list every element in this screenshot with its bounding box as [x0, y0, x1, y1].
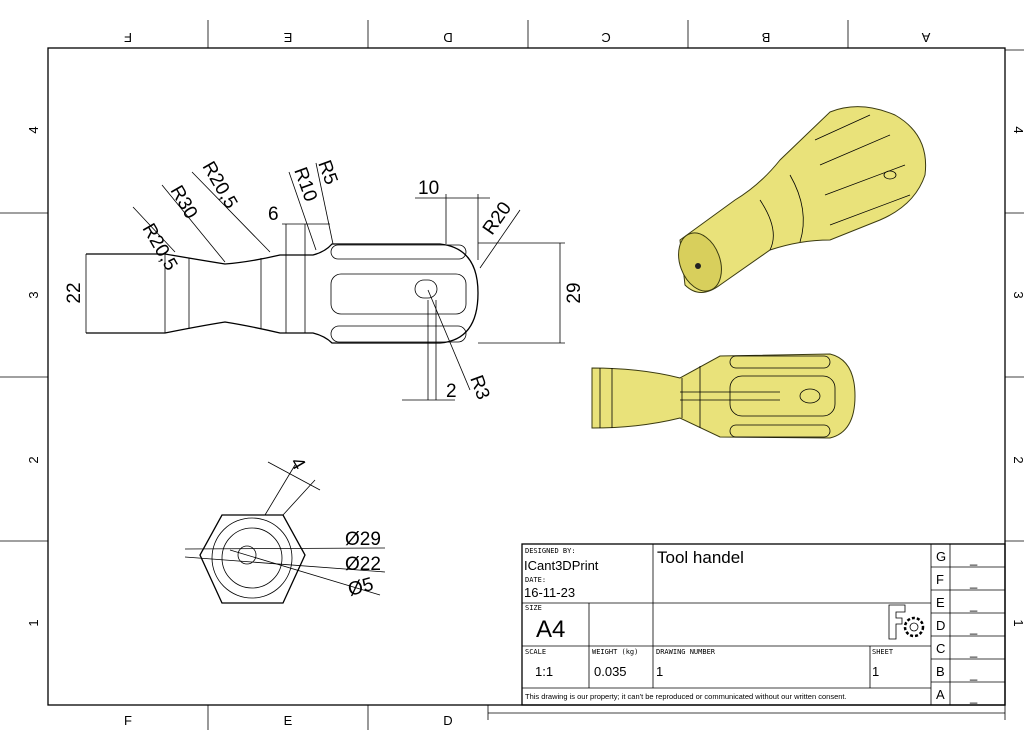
dimension-label: R30 [166, 182, 202, 223]
designed-by-value: ICant3DPrint [524, 558, 599, 573]
dimension-label: R5 [313, 158, 341, 188]
revision-value: _ [969, 643, 978, 658]
zone-label: 3 [1011, 291, 1024, 298]
revision-value: _ [969, 597, 978, 612]
zone-label: 2 [26, 456, 41, 463]
revision-letter: A [936, 687, 945, 702]
dimension-label: 10 [418, 178, 439, 199]
scale-value: 1:1 [535, 664, 553, 679]
dimension-label: 29 [564, 282, 585, 303]
zone-label: 4 [1011, 126, 1024, 133]
left-zone-labels: 4 3 2 1 [26, 126, 41, 626]
size-label: SIZE [525, 604, 542, 612]
size-value: A4 [536, 616, 565, 643]
drawing-number-label: DRAWING NUMBER [656, 648, 716, 656]
scale-label: SCALE [525, 648, 546, 656]
sheet-value: 1 [872, 664, 879, 679]
top-zone-labels: F E D C B A [124, 30, 930, 45]
zone-label: D [443, 713, 452, 728]
weight-value: 0.035 [594, 664, 627, 679]
revision-value: _ [969, 551, 978, 566]
revision-table: G _ F _ E _ D _ C _ B _ A _ [936, 549, 978, 704]
dimension-label: R20,5 [198, 158, 242, 212]
revision-letter: G [936, 549, 946, 564]
designed-by-label: DESIGNED BY: [525, 547, 576, 555]
zone-label: 1 [1011, 619, 1024, 626]
revision-letter: B [936, 664, 945, 679]
revision-value: _ [969, 620, 978, 635]
dimension-label: 6 [268, 204, 279, 225]
zone-label: F [124, 713, 132, 728]
zone-label: B [762, 30, 771, 45]
bottom-zone-labels: F E D [124, 713, 453, 728]
revision-letter: F [936, 572, 944, 587]
revision-value: _ [969, 689, 978, 704]
revision-value: _ [969, 574, 978, 589]
revision-value: _ [969, 666, 978, 681]
revision-letter: E [936, 595, 945, 610]
dimension-label: 2 [446, 381, 457, 402]
zone-label: 2 [1011, 456, 1024, 463]
zone-label: E [284, 713, 293, 728]
zone-label: D [443, 30, 452, 45]
sheet-label: SHEET [872, 648, 894, 656]
zone-dividers [0, 20, 1024, 730]
right-zone-labels: 4 3 2 1 [1011, 126, 1024, 626]
zone-label: 3 [26, 291, 41, 298]
side-view-3d [591, 353, 856, 439]
zone-label: F [124, 30, 132, 45]
zone-label: E [283, 30, 292, 45]
drawing-number-value: 1 [656, 664, 663, 679]
isometric-view [678, 106, 927, 293]
freecad-logo-icon [888, 604, 925, 640]
dimension-label: Ø22 [345, 554, 381, 575]
revision-letter: D [936, 618, 945, 633]
zone-label: 1 [26, 619, 41, 626]
zone-label: A [921, 30, 930, 45]
dimension-label: R20 [479, 198, 516, 239]
disclaimer-text: This drawing is our property; it can't b… [525, 692, 847, 701]
drawing-title: Tool handel [657, 548, 744, 567]
dimension-label: 22 [64, 282, 85, 303]
title-block: DESIGNED BY: ICant3DPrint DATE: 16-11-23… [521, 543, 1006, 706]
date-value: 16-11-23 [524, 585, 575, 600]
dimension-label: 4 [286, 454, 310, 474]
dimension-label: Ø5 [346, 574, 376, 601]
dimension-label: Ø29 [345, 529, 381, 550]
revision-letter: C [936, 641, 945, 656]
dimension-label: R20,5 [138, 220, 182, 274]
date-label: DATE: [525, 576, 546, 584]
dimension-label: R3 [465, 373, 493, 403]
end-view: 4 Ø29 Ø22 Ø5 [184, 454, 386, 604]
zone-label: 4 [26, 126, 41, 133]
weight-label: WEIGHT (kg) [592, 648, 638, 656]
zone-label: C [601, 30, 610, 45]
front-view: 22 R20,5 R30 R20,5 6 R10 R5 10 R20 29 2 … [64, 158, 585, 403]
